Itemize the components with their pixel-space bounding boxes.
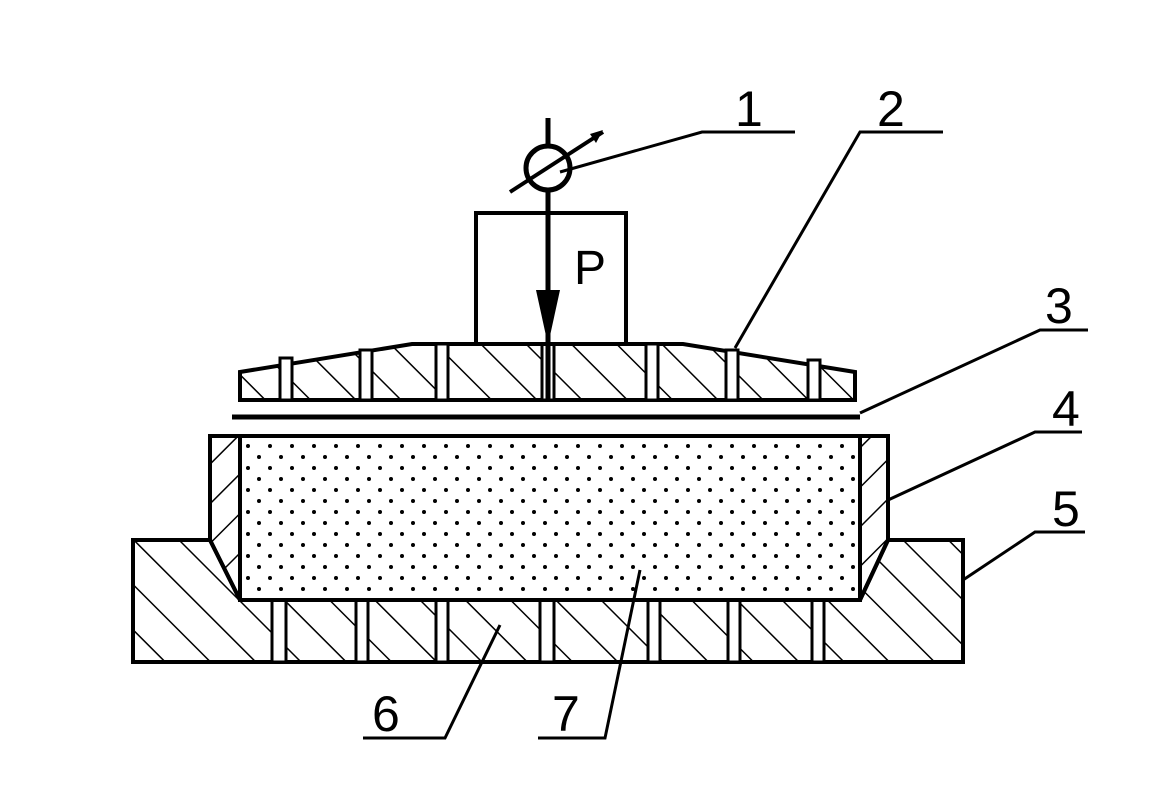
- label-part-4: 4: [1052, 381, 1080, 437]
- label-part-1: 1: [735, 81, 763, 137]
- label-part-7: 7: [552, 686, 580, 742]
- label-part-2: 2: [877, 81, 905, 137]
- powder-material: [238, 434, 862, 602]
- label-part-3: 3: [1045, 278, 1073, 334]
- leader-lines: [363, 130, 1088, 740]
- label-part-5: 5: [1052, 481, 1080, 537]
- gauge-icon: [508, 118, 605, 194]
- plate-holes: [278, 342, 822, 402]
- force-arrow: [536, 192, 560, 400]
- label-part-6: 6: [372, 686, 400, 742]
- force-label: P: [574, 242, 606, 295]
- base-holes: [270, 598, 826, 664]
